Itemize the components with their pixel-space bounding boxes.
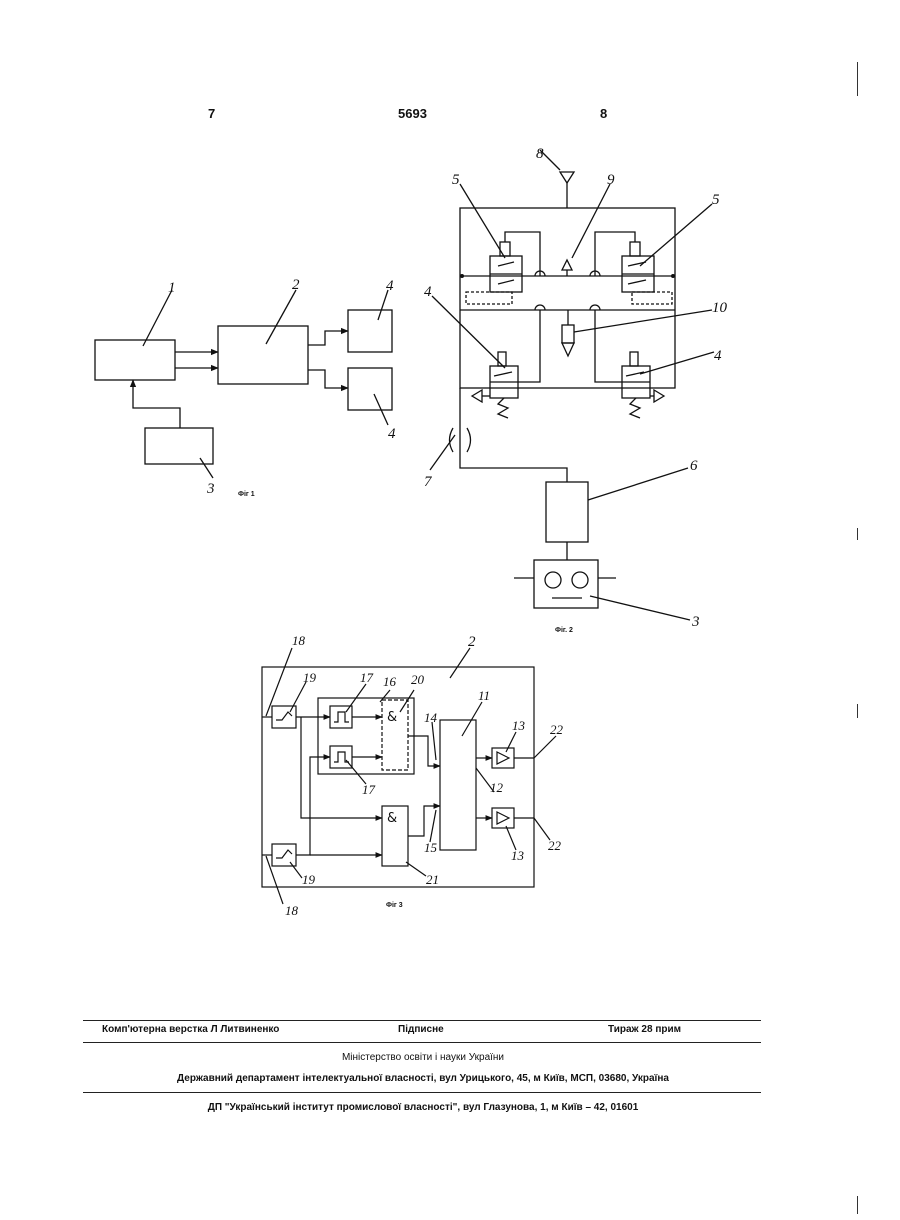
- amp-13-top: [492, 748, 514, 768]
- unit-3: [534, 560, 598, 608]
- fig1-label-1: 1: [168, 280, 176, 296]
- scan-mark: [857, 528, 858, 540]
- fig3-caption: Фіг 3: [386, 901, 403, 909]
- fig2-label-8: 8: [536, 146, 544, 162]
- imprint-signed: Підписне: [398, 1024, 444, 1035]
- fig2-caption: Фіг. 2: [555, 626, 573, 634]
- imprint-ministry: Міністерство освіти і науки України: [0, 1052, 846, 1063]
- imprint-circulation: Тираж 28 прим: [608, 1024, 681, 1035]
- block-1: [95, 340, 175, 380]
- fig3-label-19a: 19: [303, 670, 317, 685]
- pneumatic-frame: [460, 208, 675, 388]
- figure-3: [262, 648, 556, 904]
- fig2-label-9: 9: [607, 172, 615, 188]
- fig3-label-22b: 22: [548, 838, 562, 853]
- fig1-label-4b: 4: [388, 426, 396, 442]
- fig3-label-11: 11: [478, 688, 490, 703]
- fig2-label-4a: 4: [424, 284, 432, 300]
- shaper-17-top: [330, 706, 352, 728]
- block-16: [318, 698, 414, 774]
- scan-mark: [857, 1196, 858, 1214]
- and-symbol-21: &: [387, 811, 397, 826]
- fig3-label-16: 16: [383, 674, 397, 689]
- valve-4-left: [472, 310, 540, 418]
- fig2-label-6: 6: [690, 458, 698, 474]
- shaper-17-bottom: [330, 746, 352, 768]
- fig3-label-17b: 17: [362, 782, 376, 797]
- fig3-label-19b: 19: [302, 872, 316, 887]
- imprint-rule-bottom: [83, 1092, 761, 1093]
- fig3-label-13a: 13: [512, 718, 526, 733]
- imprint-institute: ДП "Український інститут промислової вла…: [0, 1102, 846, 1113]
- fig3-label-13b: 13: [511, 848, 525, 863]
- fig1-label-3: 3: [206, 481, 215, 497]
- scan-mark: [857, 62, 858, 96]
- fig1-label-4a: 4: [386, 278, 394, 294]
- valve-5-right: [595, 232, 672, 304]
- valve-4-right: [595, 310, 664, 418]
- fig3-label-17a: 17: [360, 670, 374, 685]
- block-4-top: [348, 310, 392, 352]
- imprint-layout: Комп'ютерна верстка Л Литвиненко: [102, 1024, 279, 1035]
- fig3-label-18b: 18: [285, 903, 299, 918]
- scan-mark: [857, 704, 858, 718]
- unit-6: [546, 482, 588, 542]
- fig2-label-4b: 4: [714, 348, 722, 364]
- fig2-label-3: 3: [691, 614, 700, 630]
- fig2-label-10: 10: [712, 300, 728, 316]
- fig3-label-21: 21: [426, 872, 439, 887]
- amp-13-bottom: [492, 808, 514, 828]
- fig3-label-18a: 18: [292, 633, 306, 648]
- fig3-label-22a: 22: [550, 722, 564, 737]
- imprint-rule-top: [83, 1020, 761, 1021]
- block-2: [218, 326, 308, 384]
- fig3-label-15: 15: [424, 840, 438, 855]
- imprint-department: Державний департамент інтелектуальної вл…: [0, 1073, 846, 1084]
- fig2-label-7: 7: [424, 474, 433, 490]
- block-3: [145, 428, 213, 464]
- imprint-rule-mid: [83, 1042, 761, 1043]
- valve-5-left: [466, 232, 540, 304]
- figure-2: [430, 150, 714, 620]
- block-4-bottom: [348, 368, 392, 410]
- fig3-label-20: 20: [411, 672, 425, 687]
- fig2-label-5a: 5: [452, 172, 460, 188]
- block-11: [440, 720, 476, 850]
- fig3-label-14: 14: [424, 710, 438, 725]
- fig2-label-5b: 5: [712, 192, 720, 208]
- figure-1: [95, 290, 392, 478]
- fig3-label-12: 12: [490, 780, 504, 795]
- fig3-label-2: 2: [468, 634, 476, 650]
- fig1-label-2: 2: [292, 277, 300, 293]
- fig1-caption: Фіг 1: [238, 490, 255, 498]
- and-symbol-20: &: [387, 710, 397, 725]
